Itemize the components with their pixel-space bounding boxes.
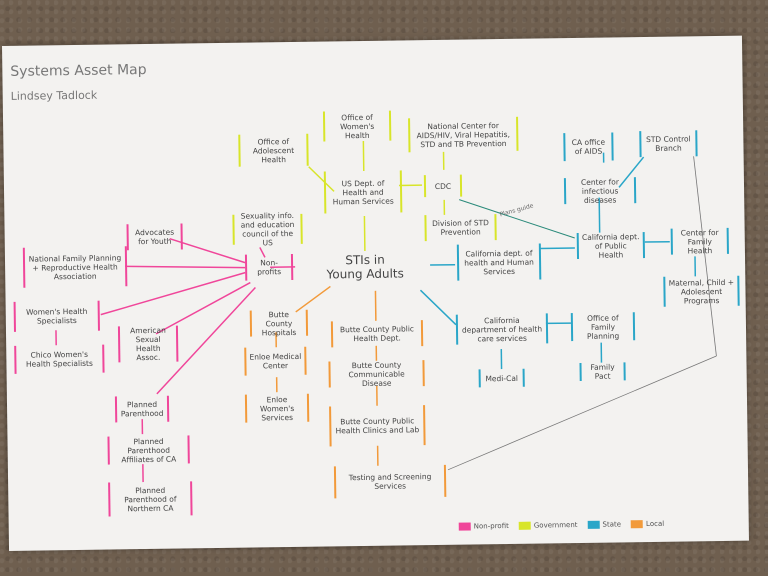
node-butte-county-public-health: Butte County Public Health Dept. (330, 320, 424, 348)
node-chico-womens-health: Chico Women's Health Specialists (14, 344, 105, 374)
legend-item-local: Local (630, 519, 665, 529)
connector-lines (55, 140, 717, 483)
node-center-family-health: Center for Family Health (670, 228, 729, 255)
node-sexuality-info-council: Sexuality info. and education council of… (232, 211, 303, 247)
legend-item-state: State (587, 520, 622, 529)
node-enloe-womens-services: Enloe Women's Services (244, 393, 310, 423)
node-cdc: CDC (423, 174, 463, 198)
legend-label-local: Local (645, 519, 665, 529)
node-testing-screening: Testing and Screening Services (333, 464, 447, 499)
node-std-control-branch: STD Control Branch (639, 130, 698, 158)
node-ca-dept-public-health: California dept. of Public Health (576, 232, 646, 259)
center-topic: STIs in Young Adults (305, 252, 425, 282)
node-ca-dept-health-human-services: California dept. of health and Human Ser… (456, 243, 542, 281)
node-enloe-medical-center: Enloe Medical Center (244, 346, 307, 376)
node-maternal-child-adolescent: Maternal, Child + Adolescent Programs (663, 275, 740, 307)
node-american-sexual-health: American Sexual Health Assoc. (117, 325, 179, 363)
legend-item-government: Government (518, 521, 578, 530)
node-office-family-planning: Office of Family Planning (570, 312, 636, 342)
legend-swatch-pink (458, 522, 471, 531)
legend-label-government: Government (533, 521, 578, 530)
node-division-std-prevention: Division of STD Prevention (424, 214, 497, 242)
center-line-2: Young Adults (326, 266, 404, 282)
node-advocates-for-youth: Advocates for Youth (126, 223, 183, 251)
node-national-center-aids: National Center for AIDS/HIV, Viral Hepa… (408, 116, 519, 153)
map-title: Systems Asset Map (10, 61, 147, 80)
node-womens-health-specialists: Women's Health Specialists (13, 300, 100, 332)
node-office-adolescent-health: Office of Adolescent Health (238, 133, 309, 167)
node-planned-parenthood: Planned Parenthood (114, 395, 170, 423)
node-office-womens-health: Office of Women's Health (322, 110, 392, 142)
paper: Systems Asset Map Lindsey Tadlock STIs i… (2, 35, 749, 551)
legend-item-nonprofit: Non-profit (458, 521, 509, 531)
node-pp-affiliates-ca: Planned Parenthood Affiliates of CA (107, 435, 190, 465)
legend-swatch-orange (630, 520, 644, 529)
node-ca-office-aids: CA office of AIDS (563, 132, 614, 162)
node-butte-county-communicable: Butte County Communicable Disease (328, 360, 425, 388)
node-butte-county-hospitals: Butte County Hospitals (249, 310, 309, 337)
legend-swatch-yellow (518, 521, 531, 530)
node-ca-dept-health-care-services: California department of health care ser… (455, 313, 549, 345)
author-name: Lindsey Tadlock (10, 88, 98, 103)
node-us-dept-health: US Dept. of Health and Human Services (323, 170, 403, 214)
node-family-pact: Family Pact (579, 362, 626, 381)
node-pp-northern-ca: Planned Parenthood of Northern CA (108, 481, 193, 517)
legend-label-nonprofit: Non-profit (473, 521, 509, 531)
node-non-profits: Non-profits (244, 253, 294, 281)
node-center-infectious-diseases: Center for infectious diseases (563, 177, 637, 204)
node-butte-county-clinics-lab: Butte County Public Health Clinics and L… (329, 405, 426, 447)
legend-label-state: State (602, 520, 622, 529)
node-national-family-planning: National Family Planning + Reproductive … (22, 246, 128, 288)
legend-swatch-blue (587, 520, 600, 529)
node-medi-cal: Medi-Cal (478, 368, 525, 388)
